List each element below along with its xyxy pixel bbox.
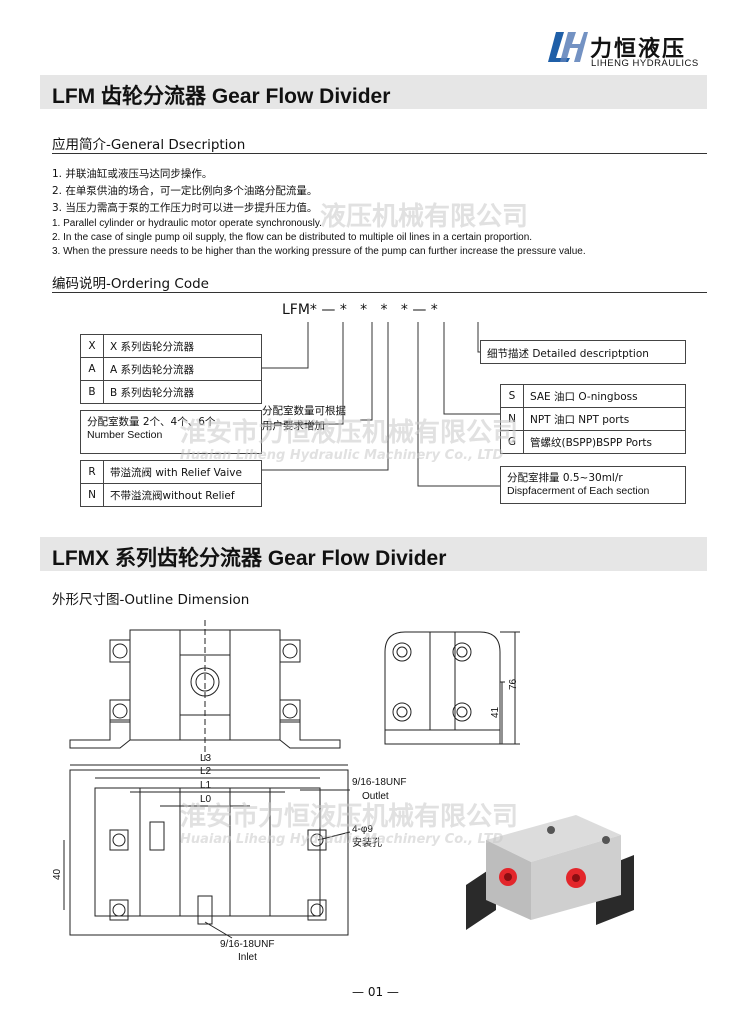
code-key: S (500, 384, 524, 408)
number-note-line1: 分配室数量可根据 (262, 405, 346, 417)
dim-41: 41 (490, 706, 501, 718)
code-value: SAE 油口 O-ningboss (523, 384, 686, 408)
ordering-rule (52, 292, 707, 293)
outlet-thread: 9/16-18UNF (352, 777, 406, 788)
number-section-box: 分配室数量 2个、4个、6个 Number Section (80, 410, 262, 454)
outline-heading: 外形尺寸图-Outline Dimension (52, 592, 250, 608)
code-key: X (80, 334, 104, 358)
ordering-connectors (262, 322, 500, 487)
general-line-4: 1. Parallel cylinder or hydraulic motor … (52, 218, 322, 229)
dim-76: 76 (508, 678, 519, 690)
general-heading: 应用简介-General Dsecription (52, 137, 246, 153)
code-key: G (500, 430, 524, 454)
hole-label: 安装孔 (352, 836, 382, 849)
liheng-logo-icon (548, 32, 588, 62)
watermark-cn-3: 淮安市力恒液压机械有限公司 (180, 802, 519, 832)
code-key: N (80, 483, 104, 507)
number-note-line2: 用户要求增加 (262, 420, 325, 432)
code-value: NPT 油口 NPT ports (523, 407, 686, 431)
general-line-2: 2. 在单泵供油的场合，可一定比例向多个油路分配流量。 (52, 185, 318, 197)
general-rule (52, 153, 707, 154)
brand-name-en: LIHENG HYDRAULICS (591, 58, 699, 69)
section2-band (40, 537, 707, 571)
watermark-en-3: Huaian Liheng Hydraulic Machinery Co., L… (180, 832, 504, 847)
number-note: 分配室数量可根据 用户要求增加 (262, 404, 346, 434)
general-line-1: 1. 并联油缸或液压马达同步操作。 (52, 168, 213, 180)
outlet-label: Outlet (362, 791, 389, 802)
dim-l1: L1 (200, 780, 212, 791)
number-section-line2: Number Section (87, 429, 163, 441)
number-section-line1: 分配室数量 2个、4个、6个 (87, 416, 216, 428)
dim-40: 40 (52, 868, 63, 880)
brand-logo (546, 30, 588, 68)
dim-l3: L3 (200, 753, 212, 764)
hole-spec: 4-φ9 (352, 824, 373, 835)
general-line-5: 2. In the case of single pump oil supply… (52, 232, 533, 243)
displacement-line1: 分配室排量 0.5~30ml/r (507, 472, 623, 484)
code-key: B (80, 380, 104, 404)
brand-name-cn: 力恒液压 (590, 37, 687, 62)
inlet-label: Inlet (238, 952, 257, 963)
code-value: 带溢流阀 with Relief Vaive (103, 460, 262, 484)
page-number: — 01 — (352, 985, 399, 999)
displacement-line2: Dispfacerment of Each section (507, 485, 650, 497)
general-line-6: 3. When the pressure needs to be higher … (52, 246, 586, 257)
code-key: R (80, 460, 104, 484)
code-value: 管螺纹(BSPP)BSPP Ports (523, 430, 686, 454)
detail-box: 细节描述 Detailed descriptption (480, 340, 686, 364)
watermark-cn-2: 淮安市力恒液压机械有限公司 (180, 418, 519, 448)
code-value: A 系列齿轮分流器 (103, 357, 262, 381)
code-key: A (80, 357, 104, 381)
watermark-cn-1: 液压机械有限公司 (320, 202, 529, 232)
section2-title: LFMX 系列齿轮分流器 Gear Flow Divider (52, 547, 447, 570)
outline-drawings: 76 41 L3 L2 L1 L0 40 9/16-18UNF Outlet 4… (52, 620, 520, 963)
code-value: 不带溢流阀without Relief (103, 483, 262, 507)
section1-band (40, 75, 707, 109)
inlet-thread: 9/16-18UNF (220, 939, 274, 950)
code-value: X 系列齿轮分流器 (103, 334, 262, 358)
code-value: B 系列齿轮分流器 (103, 380, 262, 404)
dim-l0: L0 (200, 794, 212, 805)
section1-title: LFM 齿轮分流器 Gear Flow Divider (52, 85, 391, 108)
displacement-box: 分配室排量 0.5~30ml/r Dispfacerment of Each s… (500, 466, 686, 504)
watermark-en-2: Huaian Liheng Hydraulic Machinery Co., L… (180, 448, 504, 463)
ordering-code: LFM* — * * * * — * (282, 302, 438, 318)
ordering-heading: 编码说明-Ordering Code (52, 276, 209, 292)
dim-l2: L2 (200, 766, 212, 777)
general-line-3: 3. 当压力需高于泵的工作压力时可以进一步提升压力值。 (52, 202, 318, 214)
product-photo (466, 815, 634, 930)
